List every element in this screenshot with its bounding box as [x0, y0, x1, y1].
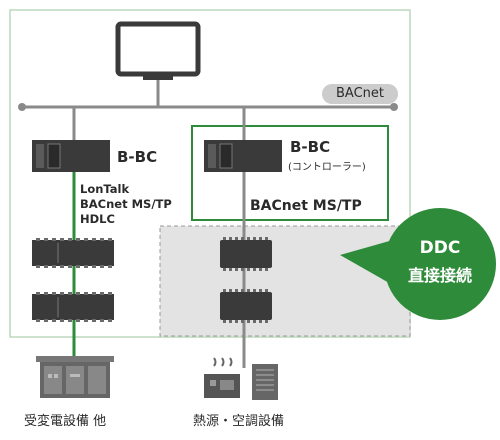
protocol-item: BACnet MS/TP — [80, 197, 172, 211]
right-controller-sublabel: (コントローラー) — [288, 162, 366, 173]
bacnet-label: BACnet — [336, 86, 384, 101]
bacnet-label-bg — [322, 84, 398, 104]
protocol-item: LonTalk — [80, 182, 130, 196]
right-controller-label: B-BC — [290, 138, 331, 156]
left-protocol-list: LonTalk BACnet MS/TP HDLC — [80, 182, 172, 227]
ddc-badge — [340, 208, 496, 320]
ddc-area — [159, 225, 411, 337]
ms-tp-bus-label: BACnet MS/TP — [250, 198, 362, 214]
badge-subtitle: 直接接続 — [407, 266, 472, 285]
ddc-module-lower — [220, 289, 272, 323]
switchgear-icon — [36, 356, 114, 398]
monitor-icon — [115, 21, 201, 80]
right-equipment-label: 熱源・空調設備 — [193, 414, 285, 429]
protocol-item: HDLC — [80, 212, 115, 226]
left-equipment-label: 受変電設備 他 — [24, 414, 107, 429]
right-controller-device — [204, 140, 282, 172]
left-controller-device — [32, 140, 110, 172]
bacnet-bus — [18, 103, 398, 111]
hvac-equipment-icon — [204, 357, 278, 400]
io-module-lower — [32, 292, 114, 322]
io-module-upper — [32, 238, 114, 268]
left-controller-label: B-BC — [117, 148, 158, 166]
ddc-module-upper — [220, 237, 272, 271]
badge-title: DDC — [419, 238, 461, 258]
